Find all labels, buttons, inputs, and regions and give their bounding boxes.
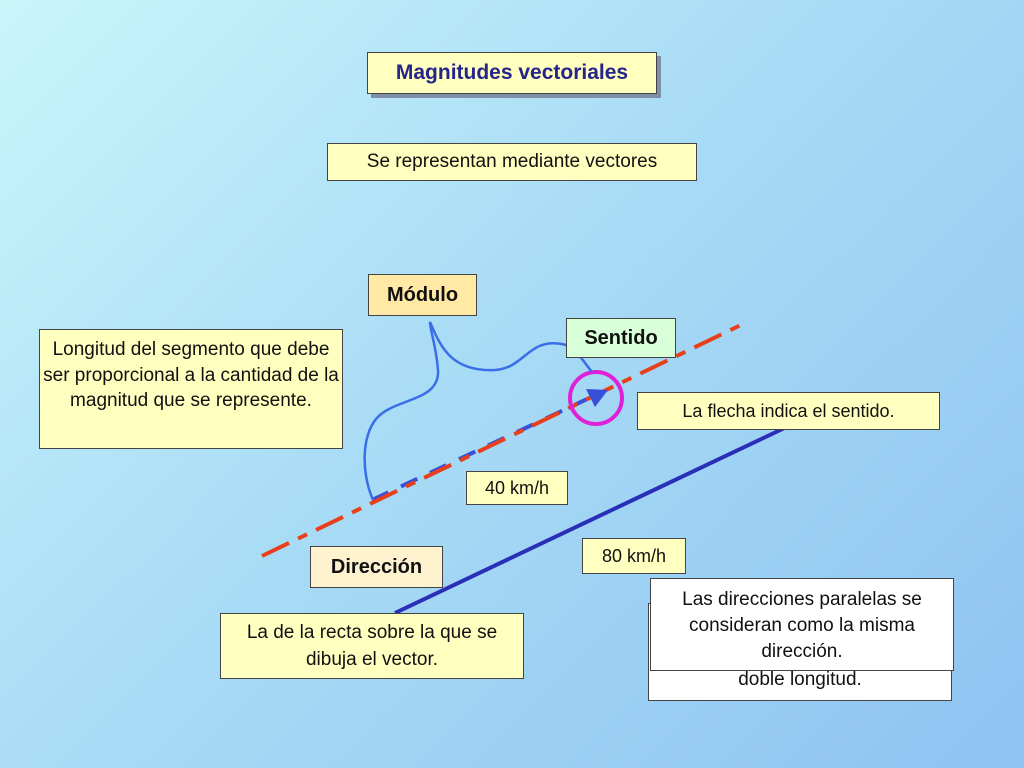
doble-longitud-text: doble longitud. [738, 669, 862, 690]
subtitle: Se representan mediante vectores [327, 143, 697, 181]
modulo-label: Módulo [368, 274, 477, 316]
sentido-label: Sentido [566, 318, 676, 358]
sentido-description: La flecha indica el sentido. [637, 392, 940, 430]
direccion-description: La de la recta sobre la que se dibuja el… [220, 613, 524, 679]
vector-40-label: 40 km/h [466, 471, 568, 505]
paralelas-description: Las direcciones paralelas se consideran … [650, 578, 954, 671]
vector-arrowhead-icon [586, 389, 608, 407]
direccion-label: Dirección [310, 546, 443, 588]
vector-80-label: 80 km/h [582, 538, 686, 574]
sentido-circle [568, 370, 624, 426]
modulo-brace [363, 321, 593, 501]
page-title: Magnitudes vectoriales [367, 52, 657, 94]
direction-line [261, 322, 744, 558]
vector-40-line [371, 391, 601, 502]
vector-80-line [394, 421, 796, 615]
modulo-description: Longitud del segmento que debe ser propo… [39, 329, 343, 449]
